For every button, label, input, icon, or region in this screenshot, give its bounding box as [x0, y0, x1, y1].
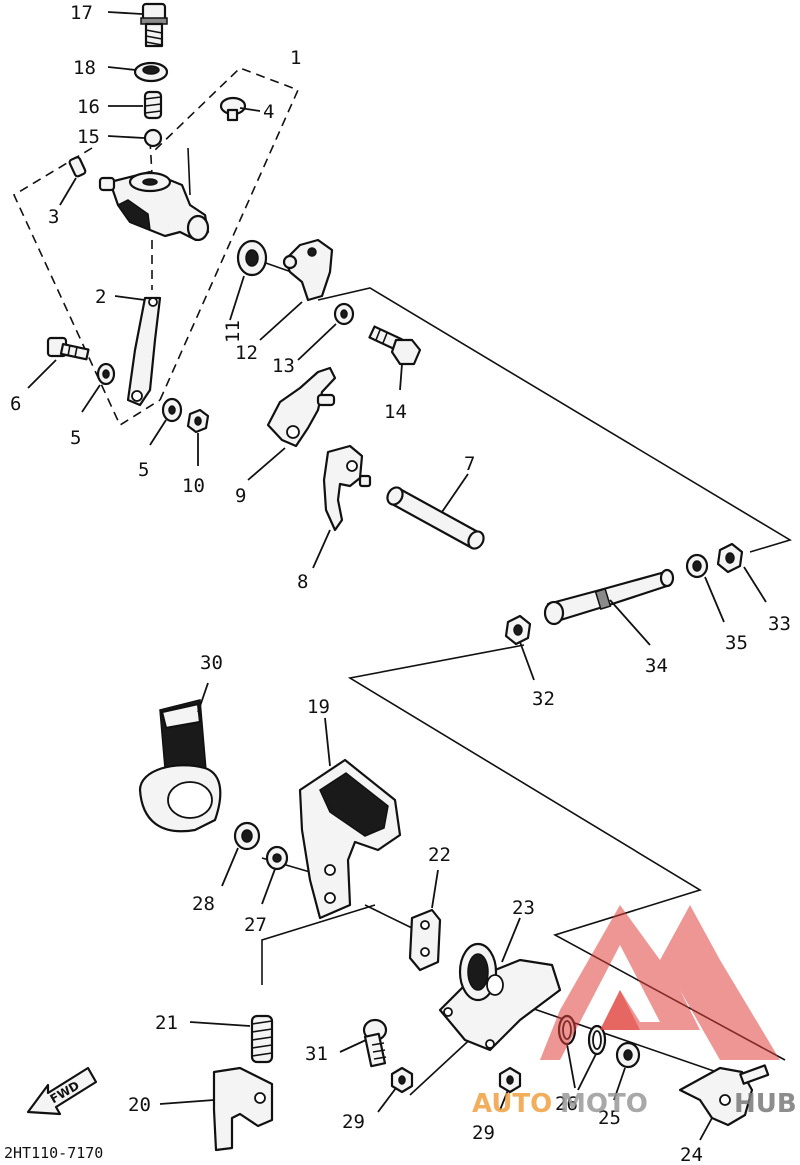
- callout-18: 18: [73, 57, 96, 79]
- part-21-spring: [250, 1014, 274, 1064]
- callout-14: 14: [384, 401, 407, 423]
- part-34-shift-rod: [543, 568, 675, 626]
- part-9-shift-arm: [266, 366, 337, 448]
- callout-10: 10: [182, 475, 205, 497]
- callout-20: 20: [128, 1094, 151, 1116]
- callout-30: 30: [200, 652, 223, 674]
- part-28-bushing: [233, 821, 261, 851]
- part-27-washer: [265, 845, 289, 871]
- callout-25: 25: [598, 1107, 621, 1129]
- part-3-pin: [68, 156, 87, 178]
- callout-numbers: 17 18 16 15 1 4 3 2 6 5 5 10 11 12 13 14…: [4, 2, 791, 1165]
- callout-17: 17: [70, 2, 93, 24]
- callout-4: 4: [263, 101, 274, 123]
- part-33-nut: [716, 542, 744, 574]
- callout-19: 19: [307, 696, 330, 718]
- callout-27: 27: [244, 914, 267, 936]
- callout-34: 34: [645, 655, 668, 677]
- part-10-nut: [186, 408, 210, 434]
- callout-33: 33: [768, 613, 791, 635]
- callout-7: 7: [464, 453, 475, 475]
- callout-3: 3: [48, 206, 59, 228]
- watermark-text-hub: HUB: [734, 1089, 797, 1119]
- callout-1: 1: [290, 47, 301, 69]
- part-18-seal: [133, 61, 169, 83]
- part-19-shift-pedal: [298, 758, 402, 920]
- leader-lines: [27, 11, 767, 1141]
- callout-31: 31: [305, 1043, 328, 1065]
- part-7-shaft: [386, 486, 485, 550]
- part-17-bolt: [140, 2, 168, 48]
- part-29-nut-b: [498, 1066, 522, 1094]
- shift-housing: [98, 170, 210, 242]
- callout-28: 28: [192, 893, 215, 915]
- callout-5b: 5: [138, 459, 149, 481]
- callout-15: 15: [77, 126, 100, 148]
- part-25-washer: [615, 1041, 641, 1069]
- callout-22: 22: [428, 844, 451, 866]
- callout-6: 6: [10, 393, 21, 415]
- part-23-shaft-housing: [438, 942, 562, 1052]
- callout-12: 12: [235, 342, 258, 364]
- callout-2: 2: [95, 286, 106, 308]
- part-8-shift-fork: [322, 444, 372, 532]
- part-35-collar: [685, 553, 709, 579]
- part-5-washer-a: [96, 362, 116, 386]
- part-31-bolt: [362, 1018, 388, 1068]
- watermark-text-auto: AUTO: [472, 1089, 552, 1119]
- part-6-bolt: [46, 336, 90, 361]
- callout-23: 23: [512, 897, 535, 919]
- callout-29a: 29: [342, 1111, 365, 1133]
- part-30-grip: [138, 699, 222, 833]
- part-14-bolt: [368, 325, 422, 366]
- watermark-text-moto: MOTO: [560, 1089, 648, 1119]
- watermark-logo: AUTO MOTO HUB: [472, 905, 797, 1119]
- part-5-washer-b: [161, 397, 183, 423]
- callout-21: 21: [155, 1012, 178, 1034]
- diagram-code: 2HT110-7170: [4, 1144, 103, 1162]
- callout-16: 16: [77, 96, 100, 118]
- part-12-bracket: [282, 238, 334, 302]
- part-32-nut: [504, 614, 532, 646]
- callout-35: 35: [725, 632, 748, 654]
- callout-29b: 29: [472, 1122, 495, 1144]
- part-15-ball: [143, 128, 163, 148]
- part-22-plate: [408, 908, 442, 972]
- callout-9: 9: [235, 485, 246, 507]
- part-16-spring: [143, 90, 163, 120]
- fwd-arrow-icon: FWD: [26, 1066, 98, 1116]
- callout-8: 8: [297, 571, 308, 593]
- callout-13: 13: [272, 355, 295, 377]
- callout-5a: 5: [70, 427, 81, 449]
- part-29-nut-a: [390, 1066, 414, 1094]
- callout-32: 32: [532, 688, 555, 710]
- part-4-knob: [219, 96, 247, 122]
- part-11-bushing: [236, 239, 268, 277]
- part-2-lever: [126, 296, 162, 407]
- part-24-shift-shaft: [678, 1064, 770, 1127]
- callout-26: 26: [555, 1093, 578, 1115]
- callout-24: 24: [680, 1144, 703, 1165]
- part-13-washer: [333, 302, 355, 326]
- part-20-stopper: [212, 1066, 274, 1152]
- callout-11: 11: [222, 320, 244, 343]
